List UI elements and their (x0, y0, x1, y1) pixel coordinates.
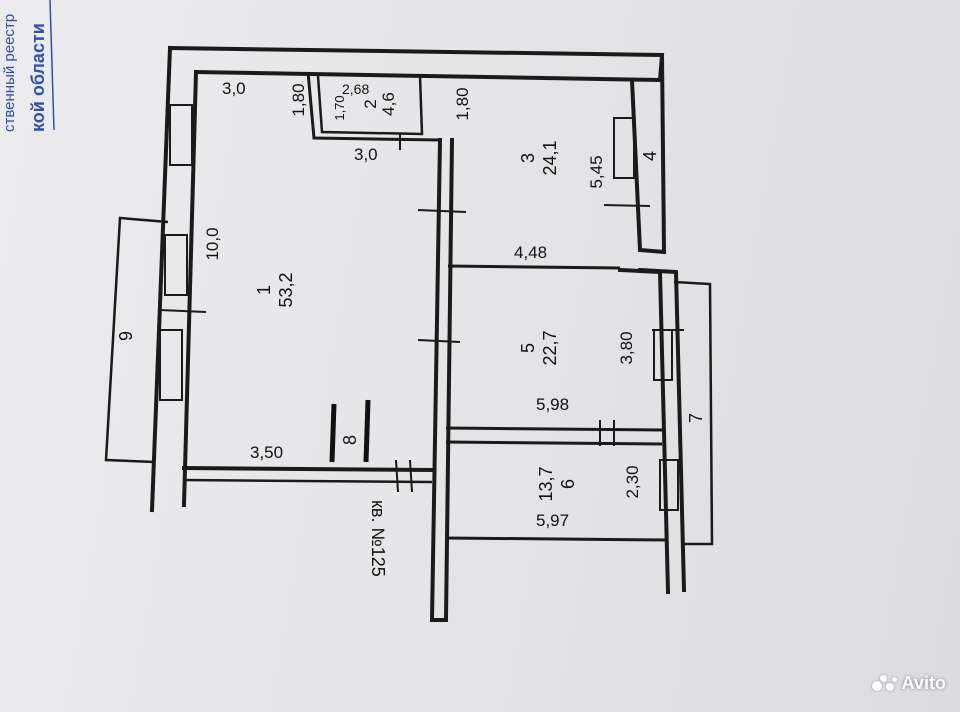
balcony-9-outline (104, 216, 169, 464)
dim-5-98: 5,98 (536, 395, 569, 414)
room-9-number: 9 (116, 331, 136, 341)
door-ticks (159, 134, 684, 493)
avito-logo-icon (871, 674, 898, 693)
left-windows (159, 104, 679, 511)
room-6-number: 6 (558, 479, 578, 489)
room-3-number: 3 (518, 153, 538, 163)
room-5-label: 5 22,7 (518, 330, 560, 365)
stamp-line-1: кой области (28, 23, 48, 132)
room-8-partition (329, 399, 371, 463)
room-1-label: 1 53,2 (254, 272, 296, 307)
dim-3-50: 3,50 (250, 443, 283, 462)
room-2-number: 2 (361, 99, 380, 108)
balcony-7-outline (673, 280, 714, 546)
watermark-text: Avito (901, 673, 946, 693)
outer-walls (149, 45, 687, 595)
room-3-area: 24,1 (540, 140, 560, 175)
room-5-area: 22,7 (540, 330, 560, 365)
room-7-number: 7 (686, 413, 706, 423)
dim-10-0: 10,0 (203, 227, 222, 260)
dim-5-45: 5,45 (587, 155, 606, 188)
room-3-label: 3 24,1 (518, 140, 560, 175)
apartment-label: кв. №125 (368, 500, 388, 577)
room-1-area: 53,2 (276, 272, 296, 307)
room-2-label: 2 4,6 (361, 92, 398, 116)
dim-3-0-top: 3,0 (222, 79, 246, 98)
dim-1-80-left: 1,80 (289, 83, 308, 116)
dim-3-80: 3,80 (617, 331, 636, 364)
stamp-line-2: ственный реестр (1, 14, 18, 132)
room-2-box (306, 71, 441, 142)
dim-2-68: 2,68 (342, 81, 369, 97)
room-4-number: 4 (640, 151, 660, 161)
registry-stamp: кой области ственный реестр (1, 0, 55, 132)
room-6-area: 13,7 (536, 466, 556, 501)
dim-5-97: 5,97 (536, 511, 569, 530)
dim-4-48: 4,48 (514, 243, 547, 262)
room-6-label: 6 13,7 (536, 466, 578, 501)
dim-3-0-mid: 3,0 (354, 145, 378, 164)
dim-2-30: 2,30 (623, 465, 642, 498)
room-1-number: 1 (254, 285, 274, 295)
avito-watermark: Avito (871, 673, 946, 694)
dim-1-70: 1,70 (332, 95, 347, 120)
room-5-number: 5 (518, 343, 538, 353)
dim-1-80-right: 1,80 (453, 87, 472, 120)
room-8-number: 8 (340, 435, 360, 445)
inner-walls (181, 137, 669, 623)
room-2-area: 4,6 (379, 92, 398, 116)
